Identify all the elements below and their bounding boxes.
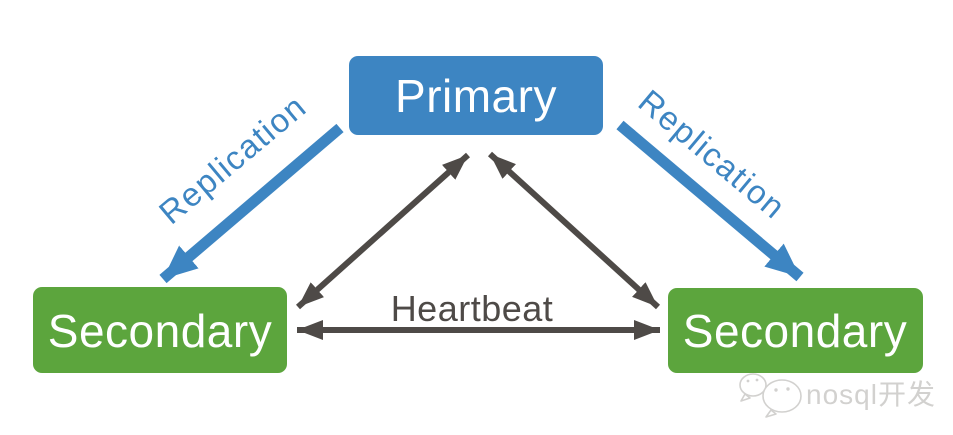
secondary-left-node-box xyxy=(33,287,287,373)
wechat-icon xyxy=(739,373,802,418)
heartbeat-right-diagonal-arrow xyxy=(487,151,661,310)
watermark: nosql开发 xyxy=(739,373,936,418)
secondary-right-node-label: Secondary xyxy=(683,305,907,357)
primary-node-label: Primary xyxy=(395,70,557,122)
secondary-left-node-label: Secondary xyxy=(48,305,272,357)
secondary-right-node-box xyxy=(668,288,923,373)
secondary-right-node: Secondary xyxy=(668,288,923,373)
replication-right-arrow xyxy=(616,120,804,282)
watermark-text: nosql开发 xyxy=(806,379,936,410)
heartbeat-label: Heartbeat xyxy=(391,288,554,329)
replication-left-label: Replication xyxy=(152,87,313,231)
replication-left-arrow xyxy=(159,123,344,284)
primary-node: Primary xyxy=(349,56,603,135)
secondary-left-node: Secondary xyxy=(33,287,287,373)
primary-node-box xyxy=(349,56,603,135)
heartbeat-left-diagonal-arrow xyxy=(296,152,470,310)
